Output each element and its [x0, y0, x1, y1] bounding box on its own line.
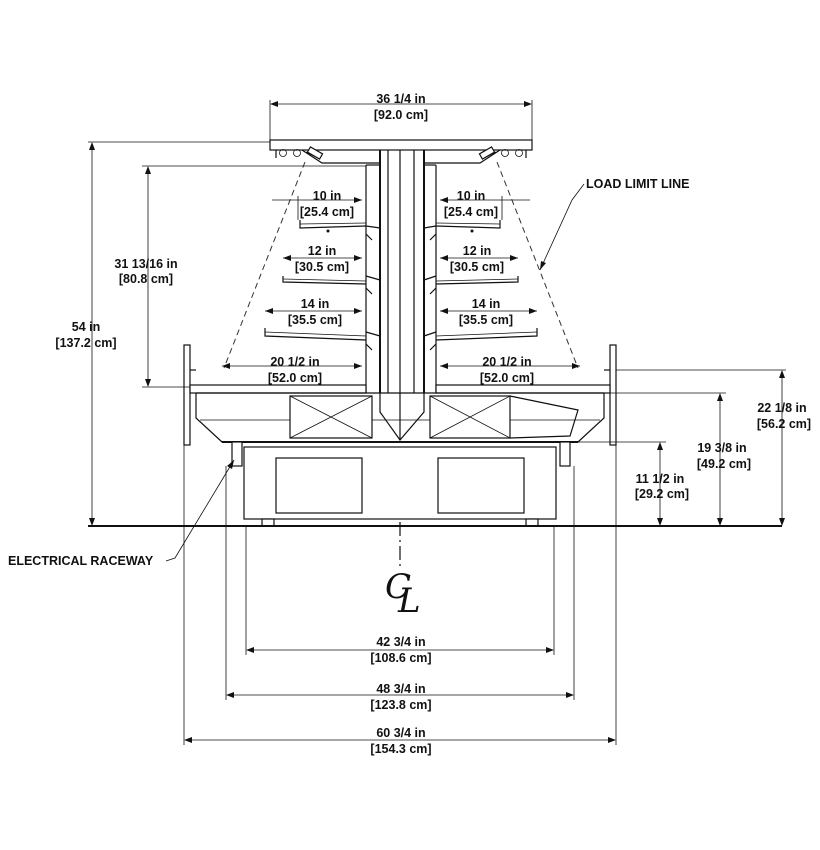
load-limit-lines	[223, 161, 579, 369]
height22-metric: [56.2 cm]	[757, 417, 811, 431]
width48-metric: [123.8 cm]	[370, 698, 431, 712]
shelf3-right-imperial: 14 in	[472, 297, 501, 311]
deck-right-metric: [52.0 cm]	[480, 371, 534, 385]
light-fixture-icon	[279, 149, 287, 157]
load-limit-label: LOAD LIMIT LINE	[586, 177, 689, 191]
height11-metric: [29.2 cm]	[635, 487, 689, 501]
width42-imperial: 42 3/4 in	[376, 635, 425, 649]
shelf3-right-metric: [35.5 cm]	[459, 313, 513, 327]
shelf3-left-metric: [35.5 cm]	[288, 313, 342, 327]
shelf2-right-imperial: 12 in	[463, 244, 492, 258]
overall-height-imperial: 54 in	[72, 320, 101, 334]
deck-right-imperial: 20 1/2 in	[482, 355, 531, 369]
width60-imperial: 60 3/4 in	[376, 726, 425, 740]
shelf2-right-metric: [30.5 cm]	[450, 260, 504, 274]
shelf-height-metric: [80.8 cm]	[119, 272, 173, 286]
shelf3-left-imperial: 14 in	[301, 297, 330, 311]
top-width-metric: [92.0 cm]	[374, 108, 428, 122]
shelf1-left-metric: [25.4 cm]	[300, 205, 354, 219]
overall-height-metric: [137.2 cm]	[55, 336, 116, 350]
height19-imperial: 19 3/8 in	[697, 441, 746, 455]
center-column	[365, 150, 437, 440]
dimension-lines	[88, 100, 786, 745]
shelf1-right-imperial: 10 in	[457, 189, 486, 203]
width48-imperial: 48 3/4 in	[376, 682, 425, 696]
centerline-symbol: C	[385, 567, 411, 607]
shelf1-right-metric: [25.4 cm]	[444, 205, 498, 219]
shelf2-left-metric: [30.5 cm]	[295, 260, 349, 274]
case-base	[88, 344, 782, 527]
light-fixture-icon	[515, 149, 523, 157]
deck-left-metric: [52.0 cm]	[268, 371, 322, 385]
width60-metric: [154.3 cm]	[370, 742, 431, 756]
light-fixture-icon	[293, 149, 301, 157]
canopy	[269, 139, 533, 164]
height19-metric: [49.2 cm]	[697, 457, 751, 471]
shelf1-left-imperial: 10 in	[313, 189, 342, 203]
electrical-raceway-label: ELECTRICAL RACEWAY	[8, 554, 154, 568]
shelves	[264, 220, 538, 351]
centerline-symbol-l: L	[397, 581, 421, 621]
light-fixture-icon	[501, 149, 509, 157]
height11-imperial: 11 1/2 in	[636, 472, 685, 486]
width42-metric: [108.6 cm]	[370, 651, 431, 665]
shelf-height-imperial: 31 13/16 in	[114, 257, 177, 271]
top-width-imperial: 36 1/4 in	[376, 92, 425, 106]
height22-imperial: 22 1/8 in	[757, 401, 806, 415]
deck-left-imperial: 20 1/2 in	[270, 355, 319, 369]
shelf2-left-imperial: 12 in	[308, 244, 337, 258]
